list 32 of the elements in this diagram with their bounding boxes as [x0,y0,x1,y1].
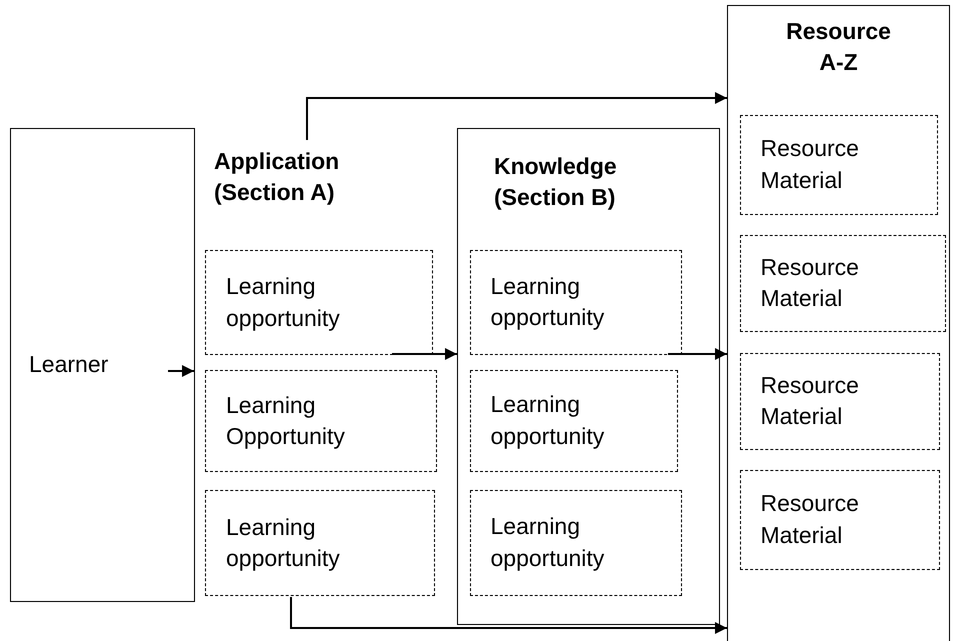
dashed-box [740,234,946,332]
arrow [290,597,727,634]
dashed-box [205,490,435,596]
dashed-box [205,370,437,472]
heading-text: Application (Section A) [214,147,340,208]
dashed-box [740,114,938,214]
dashed-box [740,352,940,450]
box-label: Learner [29,350,108,380]
box-label: Learning opportunity [226,272,341,333]
dashed-box [470,370,678,472]
section-box [457,128,720,625]
dashed-box [740,470,940,570]
heading-text: Resource A-Z [785,17,892,78]
section-box [727,5,950,641]
box-label: Learning opportunity [490,512,606,573]
box-label: Resource Material [760,252,860,313]
heading-text: Knowledge (Section B) [494,152,618,212]
dashed-box [205,250,433,355]
box-label: Resource Material [760,489,860,550]
dashed-box [470,250,682,354]
arrow [392,348,457,360]
box-label: Learning opportunity [226,512,341,573]
section-box [10,128,195,602]
dashed-box [470,490,682,596]
box-label: Resource Material [760,370,860,431]
arrow [306,92,727,140]
box-label: Learning opportunity [490,272,606,332]
arrow [668,348,727,360]
box-label: Resource Material [760,134,860,194]
arrow [168,365,194,377]
box-label: Learning Opportunity [226,390,346,451]
box-label: Learning opportunity [490,390,606,451]
